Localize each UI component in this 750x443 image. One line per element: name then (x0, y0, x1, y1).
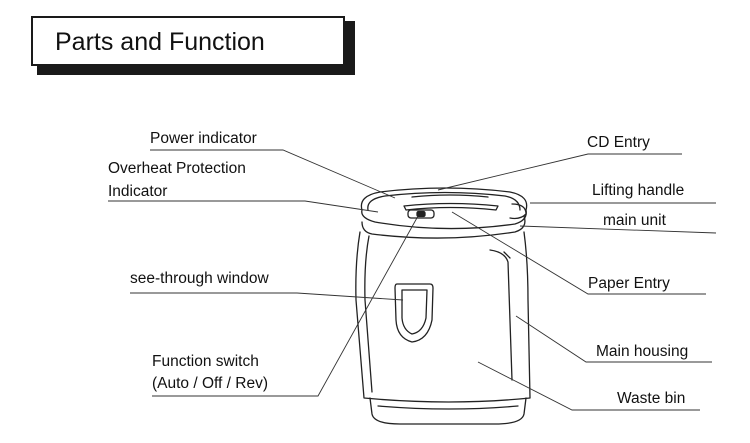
leader-waste-bin (477, 361, 700, 411)
label-waste-bin: Waste bin (617, 390, 686, 407)
label-overheat-indicator: Indicator (108, 183, 168, 200)
leader-function-switch (152, 215, 419, 397)
waste-bin-body (355, 231, 531, 403)
paper-entry-slot (403, 202, 499, 211)
leader-paper-entry (451, 211, 706, 295)
label-paper-entry: Paper Entry (588, 275, 670, 292)
waste-bin-outline-inner (364, 235, 373, 393)
lifting-handle (509, 203, 527, 220)
page-title: Parts and Function (55, 28, 265, 56)
label-see-through-window: see-through window (130, 270, 269, 287)
label-function-switch: Function switch (152, 353, 259, 370)
label-cd-entry: CD Entry (587, 134, 650, 151)
label-main-housing: Main housing (596, 343, 689, 360)
label-lifting-handle: Lifting handle (592, 182, 685, 199)
label-power-indicator: Power indicator (150, 130, 257, 147)
leader-overheat-indicator (108, 200, 379, 213)
leader-power-indicator (150, 149, 396, 199)
label-function-switch-modes: (Auto / Off / Rev) (152, 375, 269, 392)
cd-entry-slot (411, 194, 489, 198)
leader-main-housing (515, 315, 712, 363)
waste-bin-panel (489, 249, 513, 381)
leader-main-unit (519, 225, 717, 234)
label-main-unit: main unit (603, 212, 666, 229)
title-box: Parts and Function (31, 16, 345, 66)
leader-cd-entry (437, 153, 682, 191)
shredder-base (369, 397, 527, 425)
base-inner-line (377, 405, 519, 410)
main-unit-top-inner (367, 191, 521, 211)
label-overheat-protection: Overheat Protection (108, 160, 246, 177)
see-through-window (394, 283, 434, 343)
leader-see-through-window (130, 292, 404, 301)
function-switch (407, 209, 435, 219)
main-unit-rim (361, 215, 526, 239)
